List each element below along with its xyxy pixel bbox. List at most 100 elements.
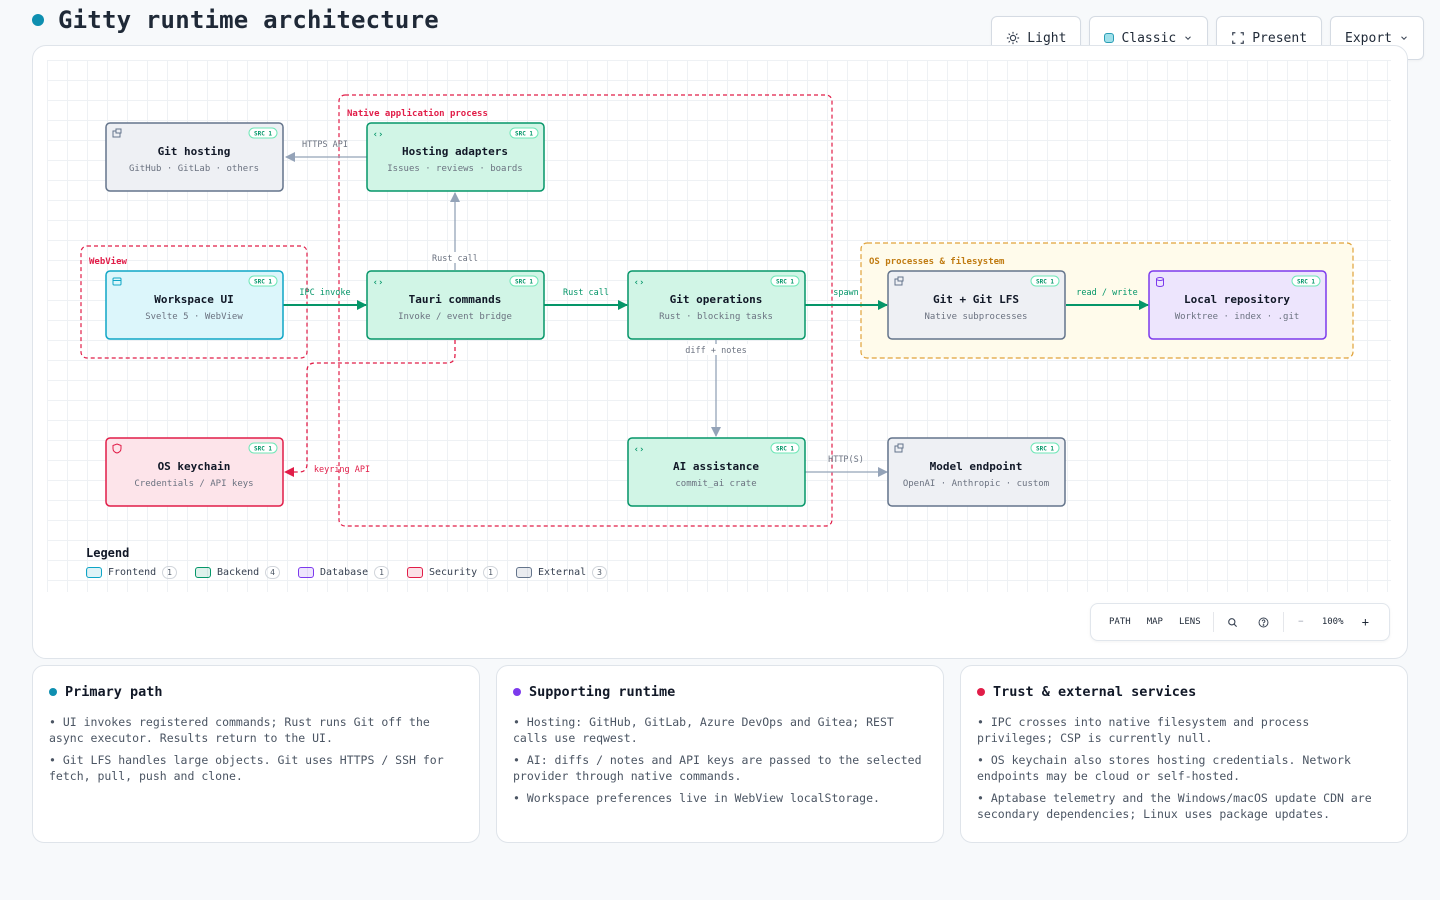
src-badge: SRC 1 <box>254 446 272 453</box>
node-git-hosting[interactable]: SRC 1 Git hosting GitHub · GitLab · othe… <box>105 122 284 192</box>
edge-label: Rust call <box>432 254 478 264</box>
title-dot <box>32 14 44 26</box>
card-list-item: • Aptabase telemetry and the Windows/mac… <box>977 791 1372 821</box>
zoom-out-button[interactable]: − <box>1298 617 1304 627</box>
card-header: Trust & external services <box>977 684 1391 700</box>
legend-swatch <box>195 567 211 578</box>
group-webview: WebView <box>80 245 308 359</box>
edge-ipc-invoke: IPC invoke <box>283 288 367 310</box>
zoom-level: 100% <box>1321 617 1344 627</box>
edge-spawn: spawn <box>805 288 888 310</box>
sun-icon <box>1007 31 1020 45</box>
chevron-down-icon <box>1401 36 1407 40</box>
card-list-item: • UI invokes registered commands; Rust r… <box>49 715 430 745</box>
edge-diff-notes: diff + notes <box>684 340 748 437</box>
shield-icon <box>112 443 122 454</box>
card-dot <box>49 688 57 696</box>
search-button[interactable] <box>1217 617 1248 628</box>
group-webview-label: WebView <box>89 256 128 267</box>
src-badge: SRC 1 <box>254 131 272 138</box>
page-header: Gitty runtime architecture <box>32 6 439 34</box>
node-ai-assistance[interactable]: ‹› SRC 1 AI assistance commit_ai crate <box>627 437 806 507</box>
edge-https-api: HTTPS API <box>285 140 367 162</box>
node-title: Git hosting <box>158 145 231 158</box>
card-dot <box>977 688 985 696</box>
page-title: Gitty runtime architecture <box>58 6 439 34</box>
node-subtitle: Native subprocesses <box>925 312 1028 322</box>
card-list: • Hosting: GitHub, GitLab, Azure DevOps … <box>513 714 927 806</box>
zoom-in-button[interactable]: + <box>1361 615 1369 629</box>
lens-mode-button[interactable]: LENS <box>1178 617 1201 627</box>
src-badge: SRC 1 <box>776 446 794 453</box>
group-os-label: OS processes & filesystem <box>869 256 1005 267</box>
card-dot <box>513 688 521 696</box>
summary-card: Supporting runtime• Hosting: GitHub, Git… <box>496 665 944 843</box>
present-label: Present <box>1252 30 1308 46</box>
node-title: Git + Git LFS <box>933 293 1019 306</box>
group-native-label: Native application process <box>347 108 488 119</box>
card-list-item: • OS keychain also stores hosting creden… <box>977 753 1351 783</box>
node-subtitle: Issues · reviews · boards <box>387 164 522 174</box>
group-native-process: Native application process <box>338 94 833 527</box>
src-badge: SRC 1 <box>776 279 794 286</box>
node-title: OS keychain <box>158 460 231 473</box>
view-controls: PATH MAP LENS − 100% + <box>1090 603 1390 641</box>
summary-card: Trust & external services• IPC crosses i… <box>960 665 1408 843</box>
legend-count: 1 <box>162 566 177 579</box>
database-icon <box>1156 277 1164 287</box>
node-subtitle: Svelte 5 · WebView <box>145 312 243 322</box>
edge-rust-call: Rust call <box>544 288 628 310</box>
card-header: Primary path <box>49 684 463 700</box>
legend-count: 4 <box>265 566 280 579</box>
node-subtitle: Credentials / API keys <box>134 479 253 489</box>
edge-label: Rust call <box>563 288 609 298</box>
export-label: Export <box>1345 30 1392 46</box>
node-workspace-ui[interactable]: SRC 1 Workspace UI Svelte 5 · WebView <box>105 270 284 340</box>
window-icon <box>894 276 904 286</box>
edge-read-write: read / write <box>1066 288 1149 310</box>
card-list-item: • AI: diffs / notes and API keys are pas… <box>513 753 922 783</box>
help-button[interactable] <box>1248 617 1279 628</box>
style-label: Classic <box>1121 30 1177 46</box>
edge-label: HTTP(S) <box>828 455 864 465</box>
fullscreen-icon <box>1232 32 1245 44</box>
src-badge: SRC 1 <box>1036 279 1054 286</box>
style-swatch-icon <box>1104 33 1115 43</box>
node-os-keychain[interactable]: SRC 1 OS keychain Credentials / API keys <box>105 437 284 507</box>
legend-label: Security <box>428 567 478 578</box>
edge-label: read / write <box>1076 288 1137 298</box>
src-badge: SRC 1 <box>1297 279 1315 286</box>
node-git-operations[interactable]: ‹› SRC 1 Git operations Rust · blocking … <box>627 270 806 340</box>
help-icon <box>1258 617 1269 627</box>
architecture-diagram[interactable]: Native application process WebView OS pr… <box>0 0 1440 660</box>
legend-title: Legend <box>86 546 130 560</box>
legend-swatch <box>86 567 102 578</box>
legend-label: Backend <box>217 567 260 578</box>
code-icon: ‹› <box>634 278 645 288</box>
chevron-down-icon <box>1185 36 1192 40</box>
divider <box>1283 612 1285 632</box>
node-local-repository[interactable]: SRC 1 Local repository Worktree · index … <box>1148 270 1327 340</box>
node-tauri-commands[interactable]: ‹› SRC 1 Tauri commands Invoke / event b… <box>366 270 545 340</box>
window-icon <box>894 443 904 453</box>
src-badge: SRC 1 <box>515 279 533 286</box>
edge-label: keyring API <box>314 465 370 475</box>
node-model-endpoint[interactable]: SRC 1 Model endpoint OpenAI · Anthropic … <box>887 437 1066 507</box>
legend-count: 1 <box>374 566 389 579</box>
path-mode-button[interactable]: PATH <box>1109 617 1131 627</box>
legend-item[interactable]: Backend 4 <box>195 566 280 579</box>
node-hosting-adapters[interactable]: ‹› SRC 1 Hosting adapters Issues · revie… <box>366 122 545 192</box>
node-subtitle: Rust · blocking tasks <box>659 312 773 322</box>
edge-https: HTTP(S) <box>805 455 888 477</box>
map-mode-button[interactable]: MAP <box>1146 617 1163 627</box>
node-title: Local repository <box>1184 293 1290 306</box>
node-git-lfs[interactable]: SRC 1 Git + Git LFS Native subprocesses <box>887 270 1066 340</box>
card-list-item: • Git LFS handles large objects. Git use… <box>49 753 444 783</box>
node-subtitle: GitHub · GitLab · others <box>129 164 259 174</box>
